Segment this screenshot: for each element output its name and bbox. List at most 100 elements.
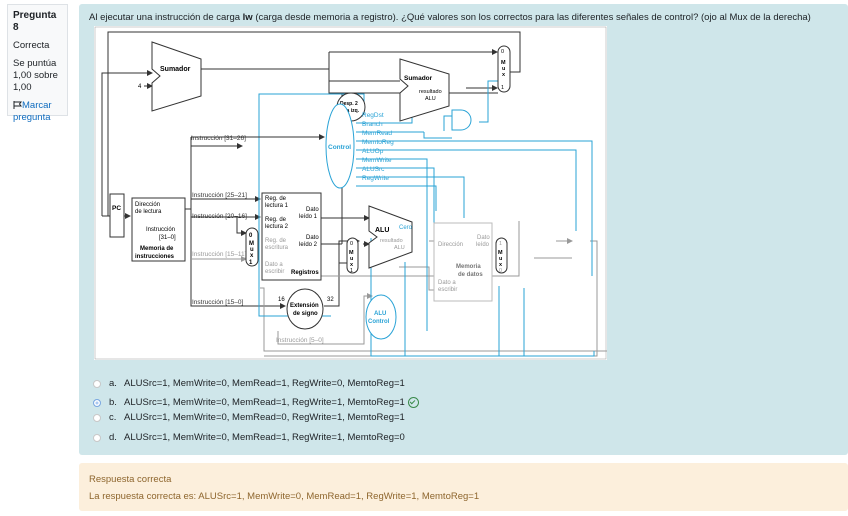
answer-letter: c. <box>109 412 117 423</box>
reg-data2-label: leído 2 <box>299 242 318 248</box>
answer-option-a[interactable]: a. ALUSrc=1, MemWrite=0, MemRead=1, RegW… <box>93 378 405 389</box>
instr-20-16-label: Instrucción [20–16] <box>192 213 247 220</box>
instr-15-0-label: Instrucción [15–0] <box>192 299 244 306</box>
datapath-diagram: Sumador 4 Sumador resultado ALU Desp. 2 … <box>94 26 607 360</box>
reg-read2-label: lectura 2 <box>265 224 289 230</box>
mux-label: 0 <box>499 268 502 274</box>
alu-control <box>365 294 397 340</box>
mux-label: 1 <box>350 268 353 274</box>
question-text-bold: lw <box>242 12 253 23</box>
dmem-write-label: escribir <box>438 287 457 293</box>
reg-data1-label: Dato <box>306 207 319 213</box>
alu-control-label: Control <box>368 319 390 325</box>
control-unit <box>325 103 355 189</box>
alu-result-label: resultado <box>380 238 403 244</box>
reg-writedata-label: escribir <box>265 269 284 275</box>
signal-memwrite: MemWrite <box>362 157 392 164</box>
answer-option-c[interactable]: c. ALUSrc=1, MemWrite=0, MemRead=0, RegW… <box>93 412 405 423</box>
answer-radio[interactable] <box>93 433 101 442</box>
mux-label: 0 <box>249 233 253 239</box>
sign-extend-label: de signo <box>293 311 318 317</box>
alu-result-label: ALU <box>394 245 405 251</box>
imem-instr-label: Instrucción <box>146 227 175 233</box>
register-file <box>261 192 322 281</box>
pc-adder <box>151 41 202 112</box>
adder2-result-label: resultado <box>419 89 442 95</box>
answer-text: ALUSrc=1, MemWrite=0, MemRead=1, RegWrit… <box>124 432 405 443</box>
dmem-addr-label: Dirección <box>438 242 463 248</box>
memtoreg-mux <box>495 237 508 274</box>
answer-radio[interactable] <box>93 379 101 388</box>
answer-option-d[interactable]: d. ALUSrc=1, MemWrite=0, MemRead=1, RegW… <box>93 432 405 443</box>
alu <box>368 205 413 269</box>
mux-label: M <box>249 241 254 247</box>
feedback-status: Respuesta correcta <box>89 474 172 485</box>
bits16-label: 16 <box>278 297 285 303</box>
sign-extend <box>286 288 324 330</box>
mux-label: u <box>499 256 502 262</box>
signal-memtoreg: MemtoReg <box>362 139 394 146</box>
correct-check-icon <box>407 397 419 408</box>
control-label: Control <box>328 144 351 151</box>
pc-label: PC <box>112 205 121 212</box>
mux-label: 1 <box>249 260 253 266</box>
mux-label: u <box>250 247 254 253</box>
reg-read2-label: Reg. de <box>265 217 287 223</box>
mux-label: 1 <box>499 241 502 247</box>
signal-memread: MemRead <box>362 130 392 137</box>
mux-top-in1: 1 <box>501 85 504 91</box>
imem-instr-label: [31–0] <box>159 235 176 241</box>
reg-write-label: escritura <box>265 245 289 251</box>
answer-text: ALUSrc=1, MemWrite=0, MemRead=1, RegWrit… <box>124 378 405 389</box>
reg-data2-label: Dato <box>306 235 319 241</box>
answer-letter: d. <box>109 432 117 443</box>
question-content: Al ejecutar una instrucción de carga lw … <box>79 4 848 455</box>
imem-addr-label: de lectura <box>135 209 162 215</box>
answer-option-b[interactable]: b. ALUSrc=1, MemWrite=0, MemRead=1, RegW… <box>93 397 419 408</box>
const-four: 4 <box>138 84 142 90</box>
dmem-read-label: leído <box>476 242 490 248</box>
reg-read1-label: Reg. de <box>265 196 287 202</box>
dmem-read-label: Dato <box>477 235 490 241</box>
alu-control-label: ALU <box>374 311 386 317</box>
answer-radio-selected[interactable] <box>93 398 101 407</box>
regdst-mux <box>245 227 259 267</box>
mux-label: x <box>502 72 506 78</box>
pc-register <box>109 193 125 238</box>
signal-regwrite: RegWrite <box>362 175 389 182</box>
answer-radio[interactable] <box>93 413 101 422</box>
signal-regdst: RegDst <box>362 112 384 119</box>
mux-label: u <box>502 66 505 72</box>
feedback-correct-answer: La respuesta correcta es: ALUSrc=1, MemW… <box>89 491 480 502</box>
mux-label: x <box>250 253 254 259</box>
reg-data1-label: leído 1 <box>299 214 318 220</box>
instruction-memory <box>131 197 186 262</box>
instr-31-26-label: Instrucción [31–26] <box>191 135 246 142</box>
dmem-write-label: Dato a <box>438 280 456 286</box>
and-gate <box>451 109 472 131</box>
dmem-title: de datos <box>458 272 483 278</box>
reg-writedata-label: Dato a <box>265 262 283 268</box>
question-state: Correcta <box>13 40 50 51</box>
alu-zero-label: Cero <box>399 225 413 231</box>
registers-title: Registros <box>291 270 319 276</box>
feedback-panel: Respuesta correcta La respuesta correcta… <box>79 463 848 511</box>
answer-text: ALUSrc=1, MemWrite=0, MemRead=0, RegWrit… <box>124 412 405 423</box>
shift-label: a la izq. <box>341 108 360 114</box>
pc-source-mux <box>497 45 511 93</box>
datapath-svg: Sumador 4 Sumador resultado ALU Desp. 2 … <box>94 26 607 360</box>
sign-extend-label: Extensión <box>290 303 319 309</box>
mux-label: M <box>501 60 506 66</box>
flag-icon <box>13 101 22 109</box>
signal-branch: Branch <box>362 121 383 128</box>
signal-aluop: ALUOp <box>362 148 384 155</box>
mux-label: M <box>349 250 354 256</box>
instr-15-11-label: Instrucción [15–11] <box>192 251 247 258</box>
answer-text: ALUSrc=1, MemWrite=0, MemRead=1, RegWrit… <box>124 397 405 408</box>
instr-25-21-label: Instrucción [25–21] <box>192 192 247 199</box>
question-grade: Se puntúa 1,00 sobre 1,00 <box>13 58 58 93</box>
flag-question-link[interactable]: Marcar pregunta <box>13 100 62 124</box>
mux-top-in0: 0 <box>501 49 504 55</box>
branch-adder <box>399 58 450 122</box>
alusrc-mux <box>346 237 359 274</box>
